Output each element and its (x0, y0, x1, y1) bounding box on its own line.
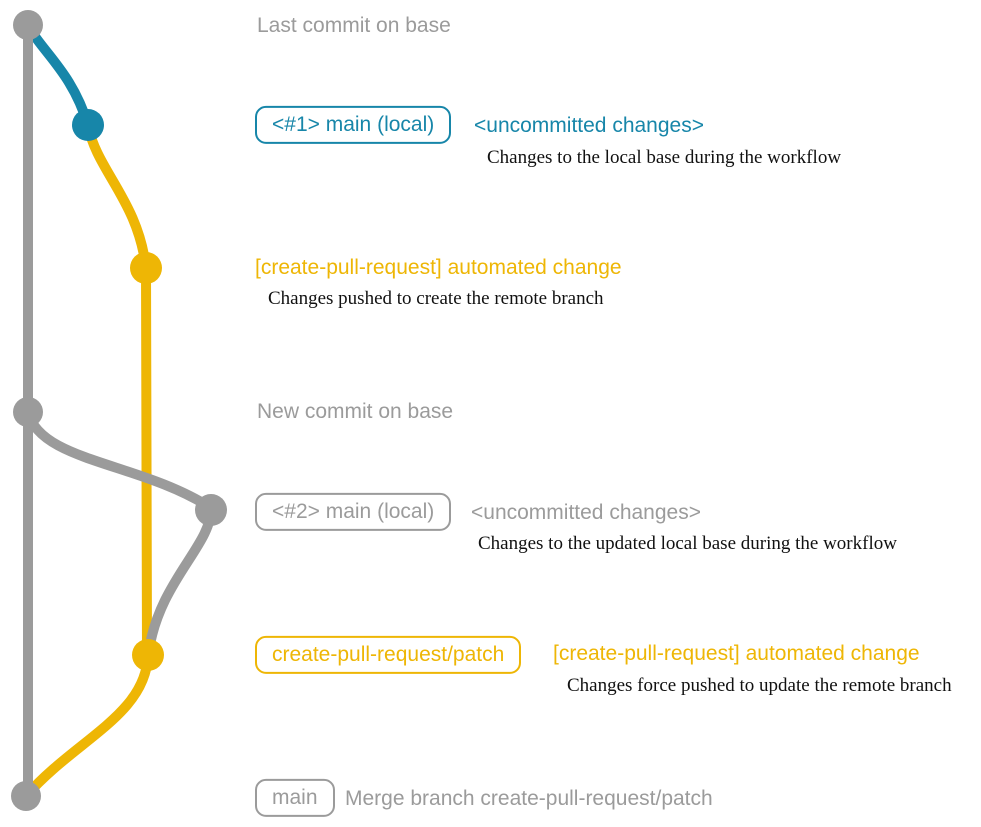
commit-dot-uncommitted-1 (72, 109, 104, 141)
commit-description-4: Changes force pushed to update the remot… (567, 675, 952, 696)
commit-dot-uncommitted-2 (195, 494, 227, 526)
local-main-branch-curve (23, 20, 93, 130)
commit-dot-last-base (13, 10, 43, 40)
rebased-local-branch-curve (23, 407, 217, 655)
commit-subject-automated-2: [create-pull-request] automated change (553, 642, 920, 665)
patch-merge-curve (21, 650, 153, 801)
branch-tag-main: main (255, 778, 335, 818)
branch-tag-label: create-pull-request/patch (255, 635, 522, 675)
commit-description-1: Changes to the local base during the wor… (487, 147, 842, 168)
patch-branch-line (83, 120, 152, 657)
commit-subject-automated-1: [create-pull-request] automated change (255, 256, 622, 279)
commit-description-2: Changes pushed to create the remote bran… (268, 288, 604, 309)
commit-subject-uncommitted-2: <uncommitted changes> (471, 501, 701, 524)
commit-dot-automated-2 (132, 639, 164, 671)
annotation-new-commit: New commit on base (257, 400, 454, 423)
commit-subject-uncommitted-1: <uncommitted changes> (474, 114, 704, 137)
branch-tag-main-local-1: <#1> main (local) (255, 105, 452, 145)
commit-dot-automated-1 (130, 252, 162, 284)
branch-tag-label: <#1> main (local) (255, 105, 452, 145)
branch-tag-patch: create-pull-request/patch (255, 635, 522, 675)
commit-dot-merge (11, 781, 41, 811)
branch-tag-label: <#2> main (local) (255, 492, 452, 532)
commit-description-3: Changes to the updated local base during… (478, 533, 897, 554)
commit-dot-new-base (13, 397, 43, 427)
branch-tag-main-local-2: <#2> main (local) (255, 492, 452, 532)
commit-subject-merge: Merge branch create-pull-request/patch (345, 787, 713, 810)
annotation-last-commit: Last commit on base (257, 14, 451, 37)
branch-tag-label: main (255, 778, 335, 818)
